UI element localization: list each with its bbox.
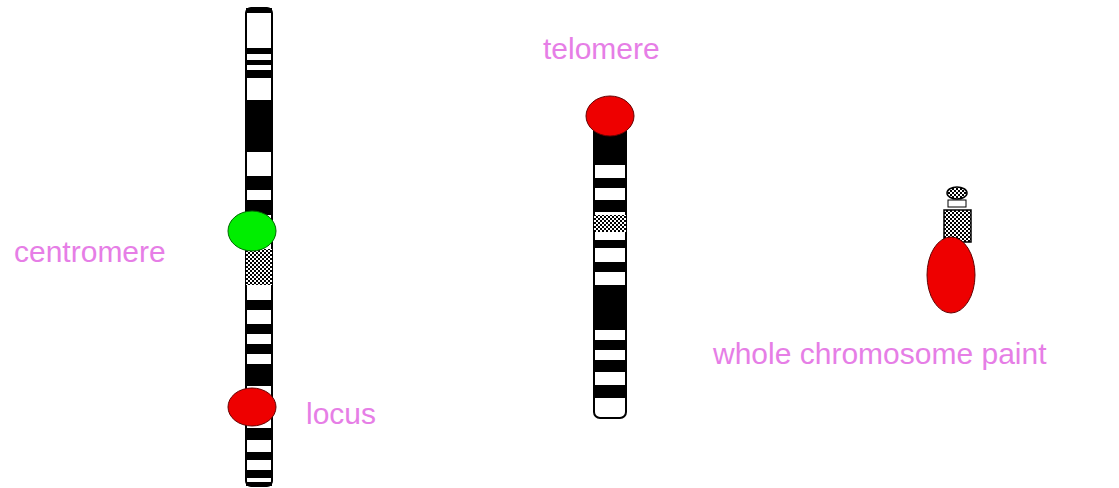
chromosome — [594, 112, 626, 418]
telomere-probe — [586, 96, 634, 136]
chromosome — [944, 187, 971, 242]
chromosome-paint-probe — [927, 237, 975, 313]
centromere-probe — [228, 211, 276, 251]
probe-label: locus — [306, 399, 376, 429]
probe-label: centromere — [14, 237, 166, 267]
probe-label: telomere — [543, 34, 660, 64]
probe-label: whole chromosome paint — [713, 339, 1047, 369]
locus-probe — [228, 388, 276, 426]
